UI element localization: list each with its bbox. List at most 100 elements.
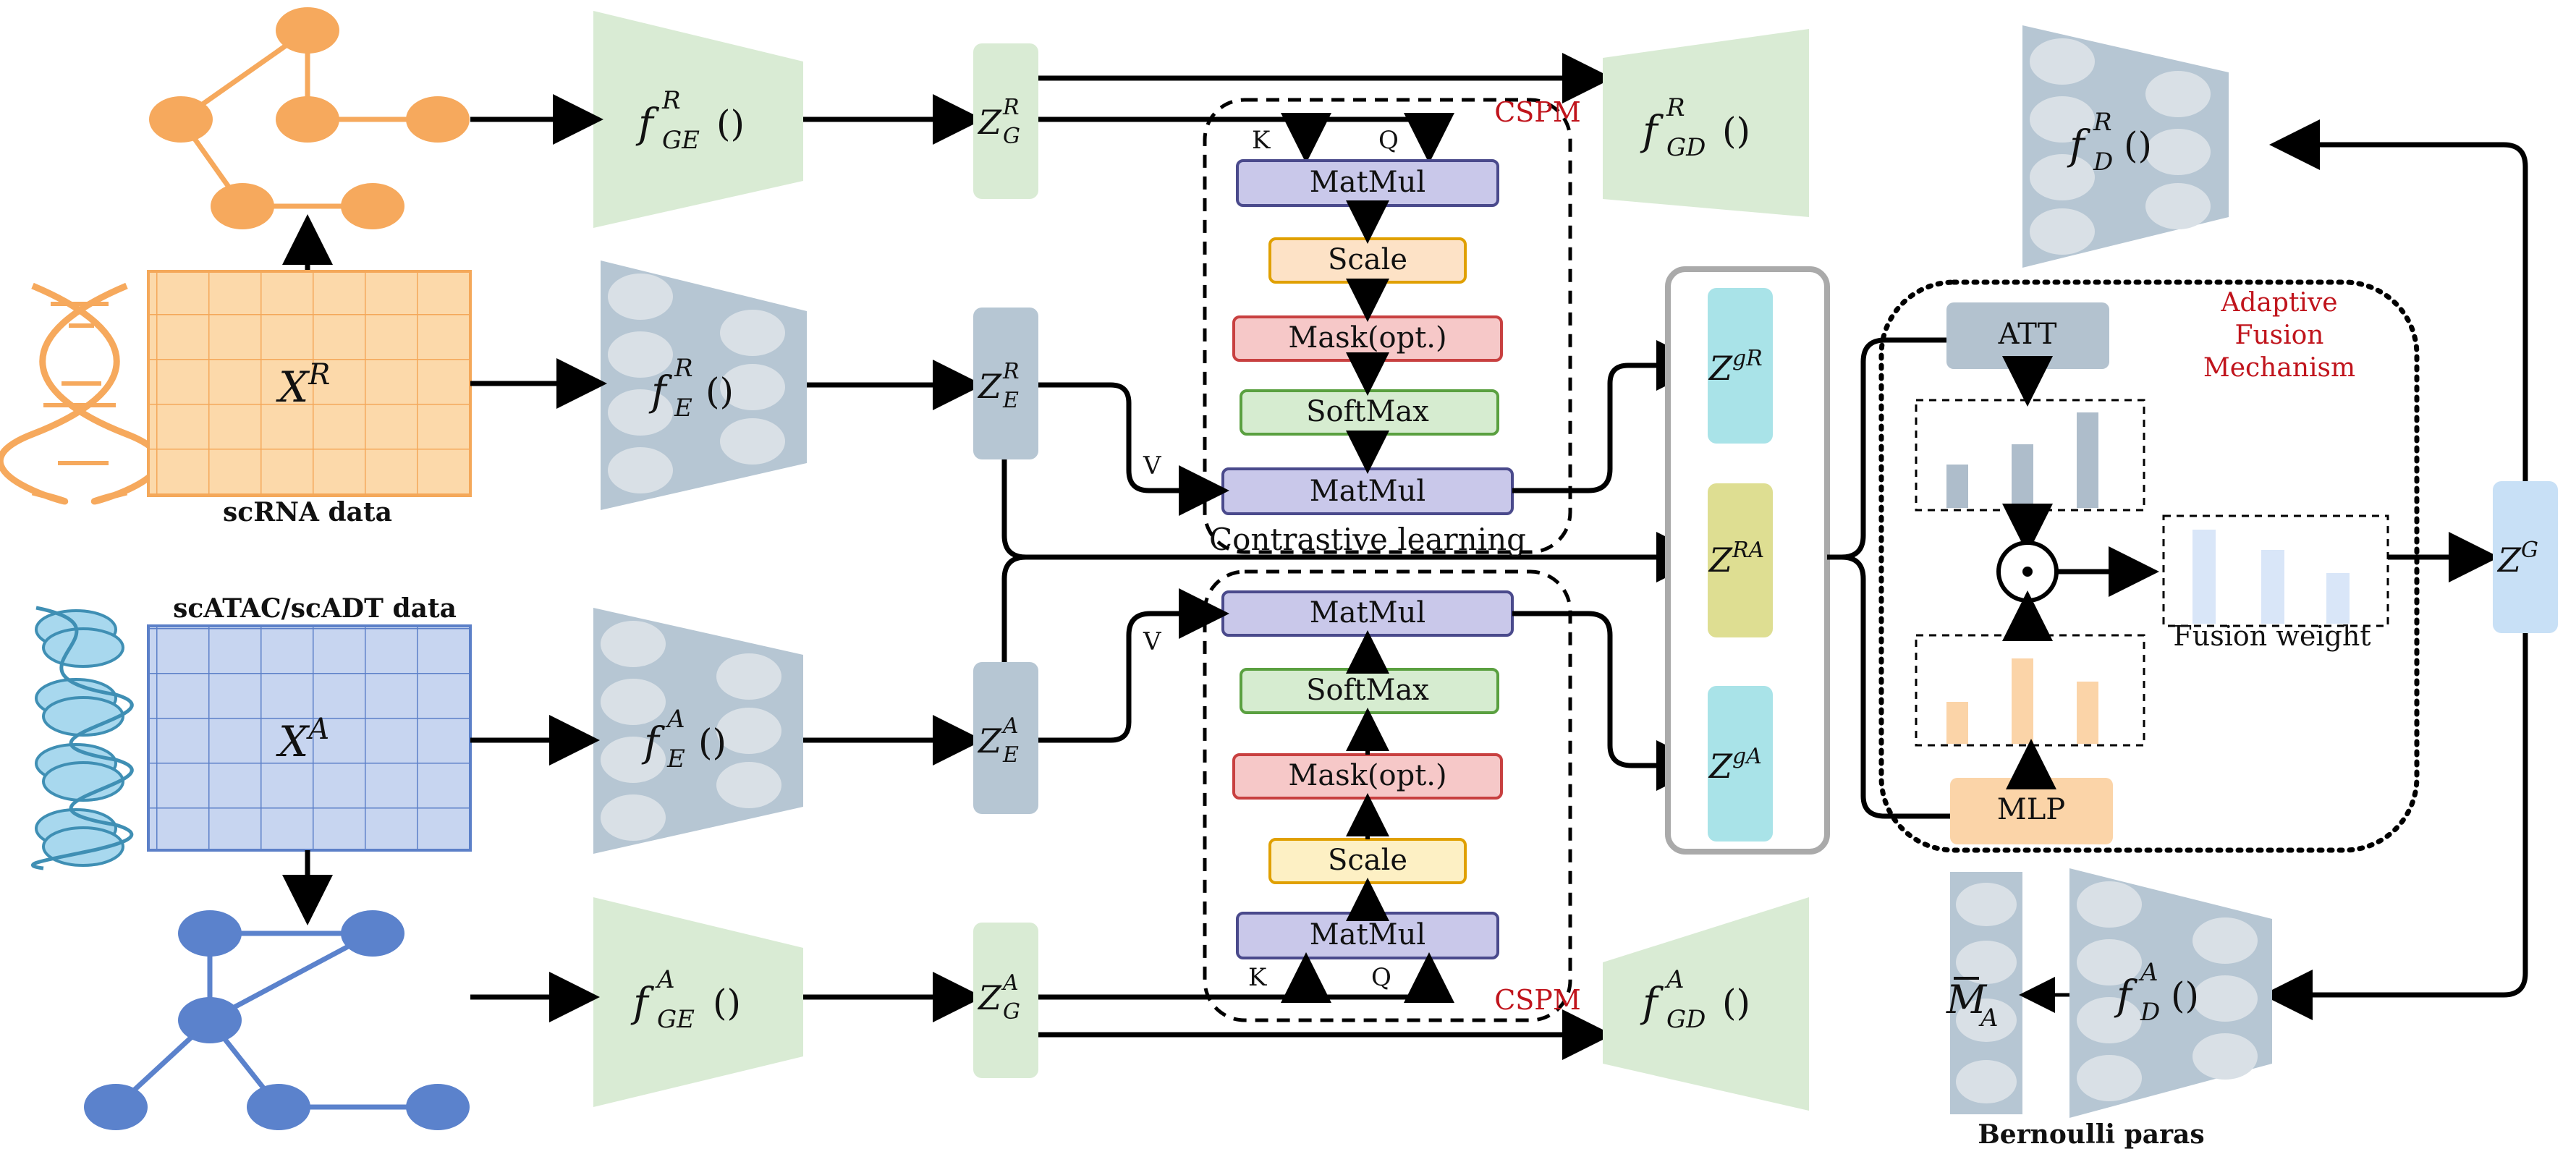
xa-matrix: [147, 624, 472, 852]
mlp-box: [1950, 778, 2113, 844]
decoder-a: [2069, 868, 2272, 1118]
att-weights-bars: [1946, 412, 2098, 508]
input-arrows: [470, 94, 607, 1022]
svg-text:Z: Z: [977, 367, 1002, 406]
encoder-r: [601, 260, 807, 510]
zg-to-decoders: [2262, 119, 2528, 1020]
bottom-output-arrow: [1512, 611, 1707, 791]
svg-text:A: A: [655, 965, 675, 994]
zgr-label: ZgR: [1708, 346, 1763, 388]
cspm-top-label: CSPM: [1494, 96, 1581, 128]
decoder-input-arrows: [1038, 53, 1613, 1060]
nucleosome-icon: [30, 606, 134, 870]
att-box: [1946, 302, 2109, 369]
cspm-bottom-label: CSPM: [1494, 984, 1581, 1016]
v-bottom-label: V: [1143, 627, 1162, 656]
zra-label: ZRA: [1708, 538, 1764, 580]
cspm-bottom-frame: [1203, 569, 1572, 1022]
svg-text:GE: GE: [657, 1005, 695, 1034]
zga-bar: [1708, 686, 1773, 842]
scatac-graph: [114, 931, 438, 1110]
zg-a-bar: [973, 923, 1038, 1078]
svg-text:(): (): [2124, 124, 2152, 166]
zra-bar: [1708, 483, 1773, 637]
bottom-scale: Scale: [1328, 844, 1407, 877]
graph-encoder-r: [593, 11, 803, 228]
q-bottom-label: Q: [1371, 963, 1391, 992]
svg-text:R: R: [1666, 93, 1685, 122]
svg-text:A: A: [665, 705, 685, 734]
svg-text:Z: Z: [977, 978, 1002, 1017]
graph-encoder-a: [593, 897, 803, 1107]
svg-text:Z: Z: [977, 721, 1002, 760]
svg-text:R: R: [1002, 359, 1020, 384]
bottom-softmax: SoftMax: [1306, 674, 1429, 707]
fusion-frame: [1878, 279, 2420, 853]
ze-a-bar: [973, 662, 1038, 814]
top-scale: Scale: [1328, 243, 1407, 276]
top-matmul-1: MatMul: [1310, 166, 1425, 199]
bottom-matmul-1: MatMul: [1310, 596, 1425, 629]
svg-text:GD: GD: [1666, 133, 1706, 162]
svg-text:A: A: [1664, 965, 1685, 994]
encoder-output-arrows: [803, 94, 983, 1022]
svg-text:Z: Z: [977, 103, 1002, 142]
svg-text:(): (): [698, 721, 726, 763]
svg-text:(): (): [2171, 975, 2199, 1017]
mlp-label: MLP: [1997, 793, 2065, 826]
svg-text:E: E: [674, 394, 692, 423]
zga-label: ZgA: [1708, 744, 1762, 786]
svg-text:R: R: [661, 86, 681, 115]
svg-text:G: G: [1003, 124, 1020, 149]
fusion-weight-frame: [2162, 514, 2389, 627]
zg-r-bar: [973, 43, 1038, 199]
zg-bar: [2493, 481, 2558, 633]
scatac-graph-nodes: [84, 910, 470, 1130]
svg-text:E: E: [1002, 388, 1019, 413]
scatac-label: scATAC/scADT data: [173, 593, 457, 624]
fusion-brace: [1827, 337, 1954, 819]
svg-text:A: A: [1001, 970, 1019, 996]
top-output-arrow: [1512, 340, 1707, 493]
k-bottom-label: K: [1248, 963, 1267, 992]
dna-icon: [0, 282, 162, 505]
fusion-weight-label: Fusion weight: [2173, 620, 2370, 652]
adaptive-line-3: Mechanism: [2203, 353, 2355, 383]
svg-text:GD: GD: [1666, 1005, 1706, 1034]
svg-text:(): (): [713, 982, 741, 1024]
kq-top-arrows: [1038, 113, 1454, 164]
bernoulli-label: Bernoulli paras: [1978, 1119, 2204, 1150]
zgr-bar: [1708, 288, 1773, 444]
v-bottom-arrow: [1038, 588, 1229, 743]
bottom-mask: Mask(opt.): [1288, 759, 1446, 792]
svg-text:(): (): [706, 370, 734, 412]
top-stack: [1221, 159, 1514, 515]
svg-text:A: A: [1001, 713, 1019, 739]
graph-decoder-r: [1603, 29, 1809, 217]
top-softmax: SoftMax: [1306, 395, 1429, 428]
scrna-label: scRNA data: [223, 497, 392, 527]
svg-text:E: E: [666, 745, 685, 773]
scrna-graph-nodes: [149, 7, 470, 229]
contrastive-connections: [1001, 459, 1707, 662]
svg-text:R: R: [1002, 95, 1020, 120]
adaptive-line-1: Adaptive: [2220, 288, 2337, 318]
svg-text:G: G: [1003, 999, 1020, 1025]
decoder-r: [2022, 25, 2229, 268]
xa-label: XA: [276, 713, 329, 766]
v-top-arrow: [1038, 382, 1229, 516]
encoder-a: [593, 608, 803, 854]
svg-text:M: M: [1946, 977, 1988, 1022]
svg-text:(): (): [716, 103, 745, 145]
xr-matrix: [147, 270, 472, 497]
cspm-top-frame: [1203, 98, 1572, 554]
svg-text:A: A: [1978, 1004, 1999, 1033]
v-top-label: V: [1143, 452, 1162, 480]
